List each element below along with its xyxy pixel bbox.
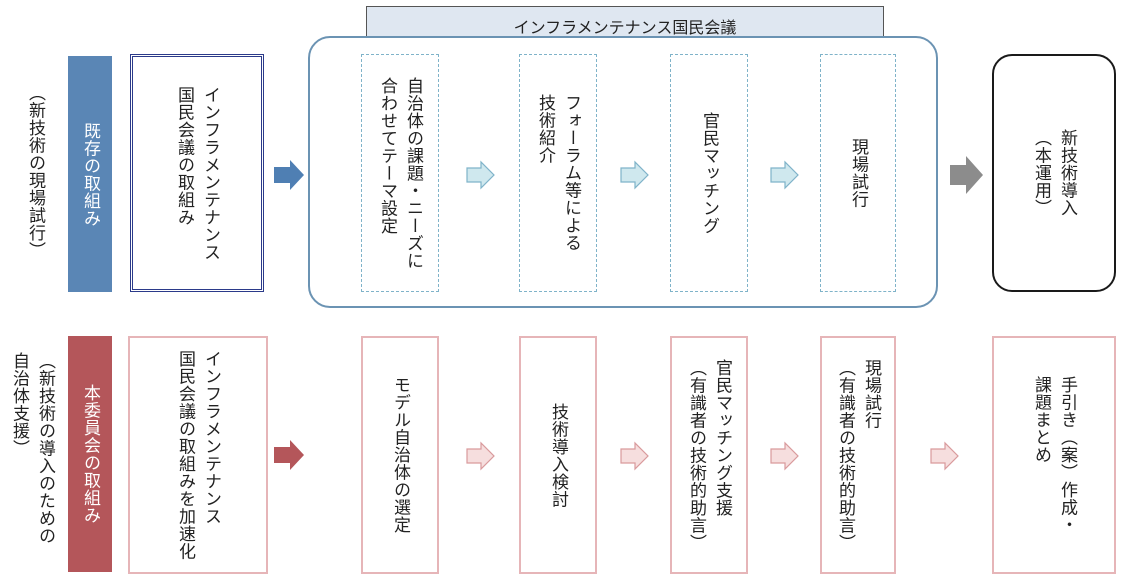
- row1-step-4: 現場試行: [820, 54, 896, 292]
- row2-step-3-text: 官民マッチング支援 （有識者の技術的助言）: [686, 358, 732, 552]
- row1-step-4-text: 現場試行: [848, 138, 868, 208]
- banner-title-text: インフラメンテナンス国民会議: [513, 18, 737, 37]
- row1-first-box: インフラメンテナンス 国民会議の取組み: [130, 54, 264, 292]
- row2-arrow-main: [274, 440, 304, 470]
- row1-step-2-text: フォーラム等による 技術紹介: [535, 94, 581, 252]
- row2-arrow-2: [620, 441, 649, 471]
- row2-step-2: 技術導入検討: [519, 336, 597, 574]
- row2-arrow-1: [466, 441, 495, 471]
- row2-final-box: 手引き（案）作成・ 課題まとめ: [992, 336, 1116, 574]
- row1-final-box: 新技術導入 （本運用）: [992, 54, 1116, 292]
- row1-first-box-text: インフラメンテナンス 国民会議の取組み: [174, 85, 220, 261]
- row2-arrow-4: [930, 441, 959, 471]
- row1-band: 既存の取組み: [68, 56, 112, 292]
- row1-step-3: 官民マッチング: [670, 54, 748, 292]
- row2-step-1: モデル自治体の選定: [361, 336, 439, 574]
- row2-step-2-text: 技術導入検討: [548, 402, 568, 508]
- row2-step-4-text: 現場試行 （有識者の技術的助言）: [835, 358, 881, 552]
- row2-step-3: 官民マッチング支援 （有識者の技術的助言）: [670, 336, 748, 574]
- row1-arrow-final: [950, 156, 983, 194]
- row2-final-box-text: 手引き（案）作成・ 課題まとめ: [1031, 376, 1077, 534]
- row2-step-1-text: モデル自治体の選定: [390, 376, 410, 534]
- row2-side-label: （新技術の導入のための 自治体支援）: [9, 352, 55, 545]
- row1-step-2: フォーラム等による 技術紹介: [519, 54, 597, 292]
- row1-arrow-1: [466, 160, 495, 190]
- row1-arrow-main: [274, 160, 304, 190]
- row2-step-4: 現場試行 （有識者の技術的助言）: [820, 336, 896, 574]
- row1-step-1: 自治体の課題・ニーズに 合わせてテーマ設定: [361, 54, 439, 292]
- row2-band: 本委員会の取組み: [68, 336, 112, 572]
- row1-arrow-2: [620, 160, 649, 190]
- row1-step-3-text: 官民マッチング: [699, 111, 719, 235]
- row2-first-box-text: インフラメンテナンス 国民会議の取組みを加速化: [175, 350, 221, 560]
- row1-side-label: （新技術の現場試行）: [25, 84, 45, 259]
- row1-arrow-3: [770, 160, 799, 190]
- row2-band-label: 本委員会の取組み: [80, 384, 100, 524]
- row2-arrow-3: [770, 441, 799, 471]
- row1-band-label: 既存の取組み: [80, 121, 100, 227]
- row1-final-box-text: 新技術導入 （本運用）: [1031, 129, 1077, 217]
- row1-step-1-text: 自治体の課題・ニーズに 合わせてテーマ設定: [377, 76, 423, 270]
- row2-first-box: インフラメンテナンス 国民会議の取組みを加速化: [128, 336, 268, 574]
